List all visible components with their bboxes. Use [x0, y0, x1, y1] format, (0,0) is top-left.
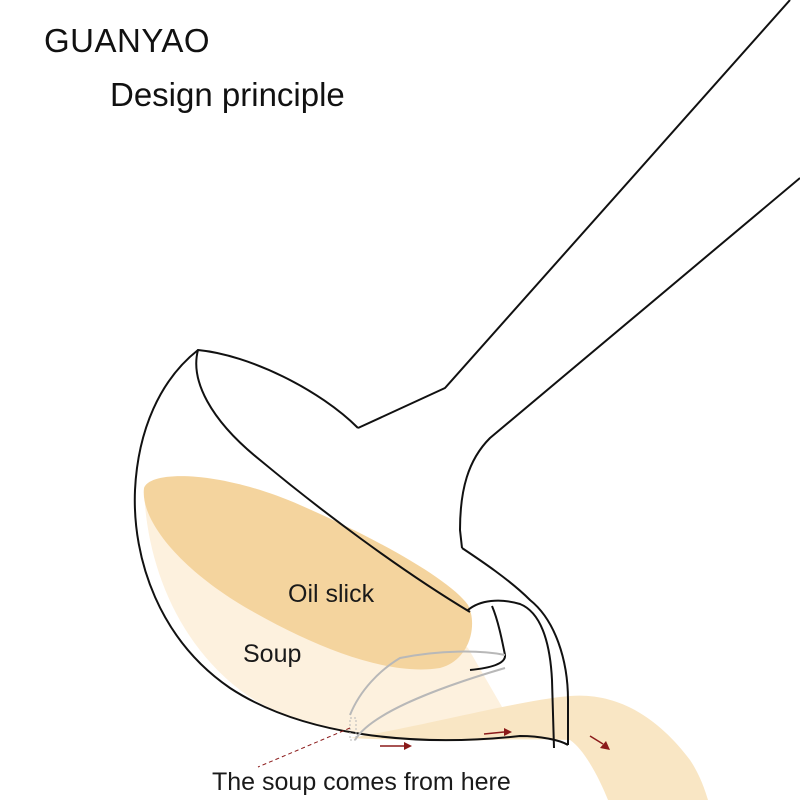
flow-arrow — [589, 735, 610, 750]
bowl-rim — [195, 349, 471, 613]
caption-leader-line — [257, 727, 351, 768]
bowl-outer — [133, 349, 569, 746]
brand-title: GUANYAO — [44, 22, 211, 59]
soup-source-caption: The soup comes from here — [212, 768, 511, 796]
bowl-spout — [461, 547, 569, 745]
soup-label: Soup — [243, 640, 301, 668]
oil-slick-label: Oil slick — [288, 580, 375, 608]
design-principle-heading: Design principle — [110, 76, 345, 113]
spout-inner — [469, 605, 506, 671]
soup-stream — [350, 695, 708, 800]
inner-channel-line-lower — [354, 667, 506, 741]
oil-slick-fill — [143, 476, 473, 670]
ladle-handle-lower — [459, 177, 800, 549]
inner-channel-line — [349, 650, 506, 716]
soup-inlet-marker — [349, 717, 357, 741]
flow-arrow — [483, 728, 512, 736]
flow-arrow — [380, 742, 412, 750]
ladle-handle — [357, 0, 791, 429]
spout-lip — [467, 599, 555, 749]
